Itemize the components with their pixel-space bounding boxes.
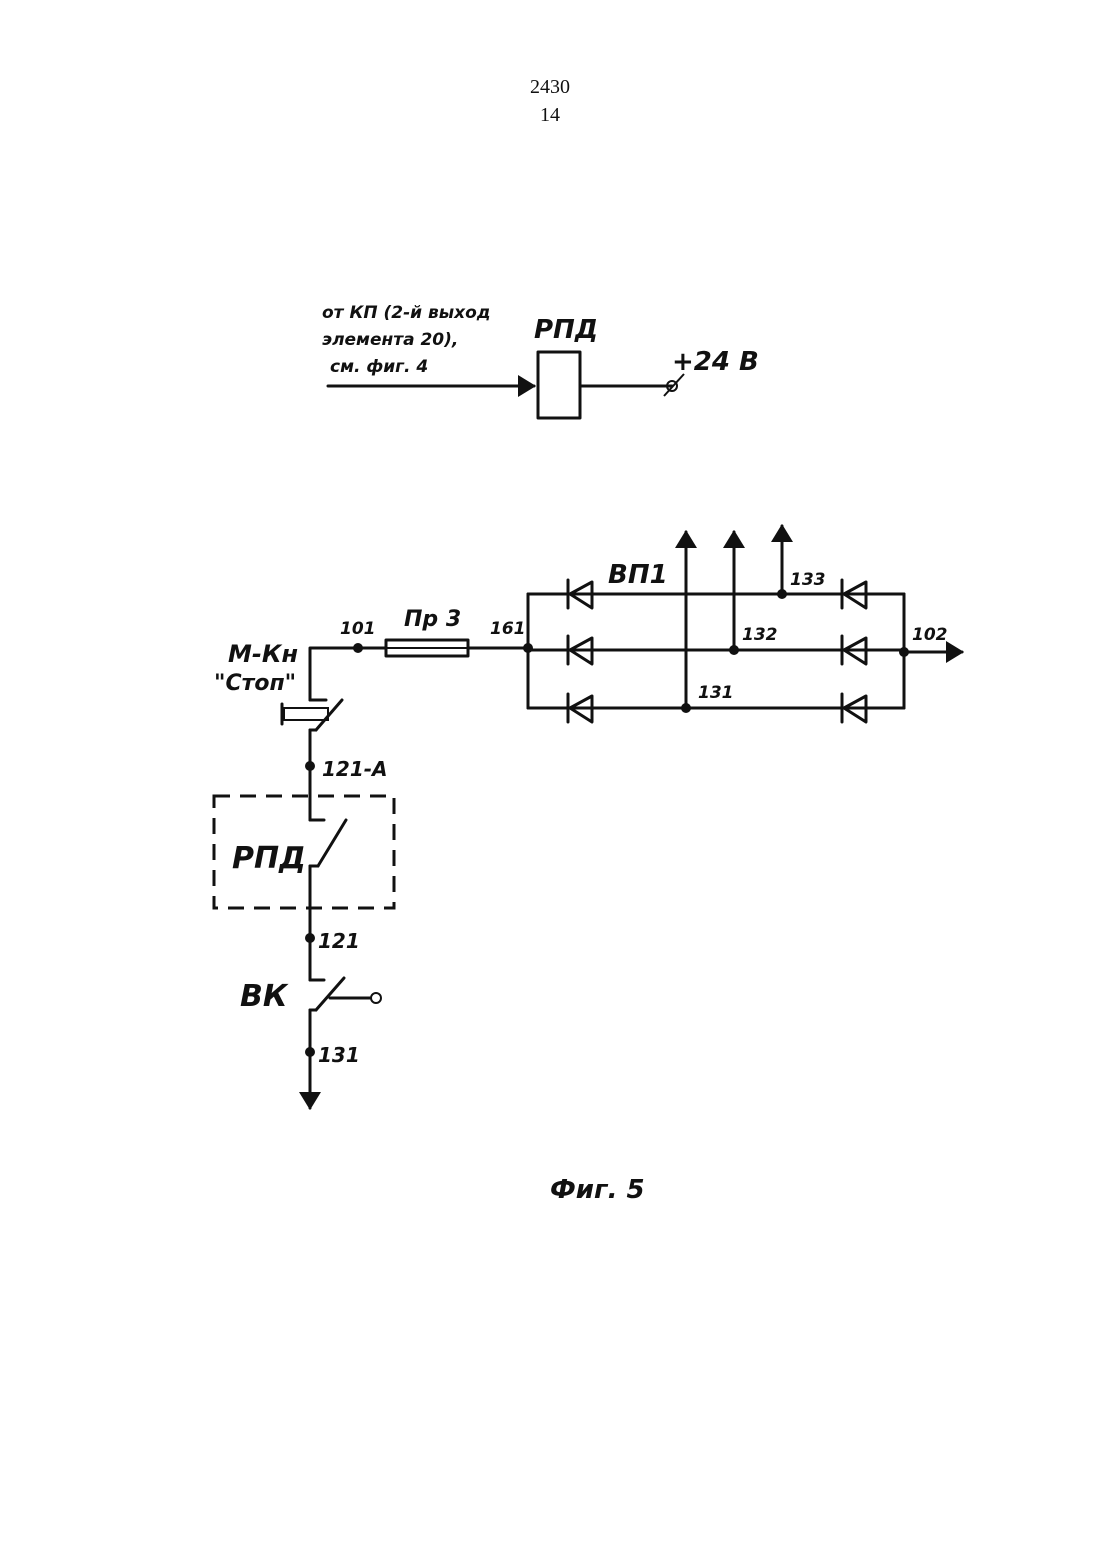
node-132-dot — [729, 645, 739, 655]
source-line-3: см. фиг. 4 — [330, 357, 428, 377]
node-161-label: 161 — [490, 619, 526, 639]
button-label-2: "Стоп" — [214, 671, 296, 696]
node-121-dot — [305, 933, 315, 943]
node-131-bridge-dot — [681, 703, 691, 713]
limit-switch-label: ВК — [240, 979, 289, 1014]
fuse-label: Пр 3 — [404, 607, 461, 632]
button-label-1: М-Кн — [228, 640, 298, 668]
source-line-1: от КП (2-й выход — [322, 303, 490, 323]
node-133-label: 133 — [790, 570, 826, 590]
node-101-label: 101 — [340, 619, 376, 639]
figure-caption: Фиг. 5 — [550, 1175, 645, 1205]
node-121-label: 121 — [318, 929, 360, 953]
node-102-label: 102 — [912, 625, 948, 645]
supply-label: +24 В — [672, 347, 759, 377]
node-131-dot — [305, 1047, 315, 1057]
source-line-2: элемента 20), — [322, 330, 458, 350]
wire-to-101 — [310, 648, 358, 700]
relay-label: РПД — [534, 315, 598, 345]
node-121a-label: 121-А — [322, 757, 388, 781]
relay-contact — [310, 820, 346, 866]
node-121a-dot — [305, 761, 315, 771]
node-132-label: 132 — [742, 625, 778, 645]
relay-coil-box — [538, 352, 580, 418]
limit-switch-contact — [310, 978, 381, 1010]
bridge-label: ВП1 — [608, 560, 668, 590]
top-source-text: от КП (2-й выход элемента 20), см. фиг. … — [322, 303, 490, 377]
node-131-label: 131 — [318, 1043, 360, 1067]
stop-button-contact — [282, 700, 342, 730]
node-131-bridge-label: 131 — [698, 683, 734, 703]
relay-contact-label: РПД — [232, 841, 306, 876]
node-133-dot — [777, 589, 787, 599]
